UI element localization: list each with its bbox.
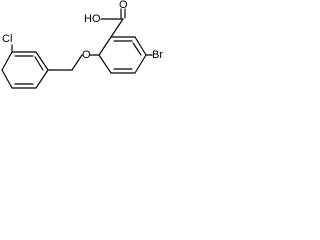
ring-b-double-bond-3 xyxy=(34,56,44,71)
ring-b-bond-3 xyxy=(1,69,13,89)
ring-a-bond-3 xyxy=(134,54,147,74)
ether-oxygen-label: O xyxy=(82,49,91,61)
chemical-structure-diagram: HO O O Br Cl xyxy=(1,0,163,89)
ring-b-bond-1 xyxy=(35,69,49,89)
ring-a-double-bond-3 xyxy=(132,42,142,56)
ring-a-bond-2 xyxy=(134,36,147,56)
carboxyl-c-ring-bond xyxy=(110,18,124,38)
bromine-label: Br xyxy=(152,49,163,61)
ether-oxygen-ch2-bond xyxy=(71,54,83,71)
ring-b-bond-4 xyxy=(1,51,13,71)
carbonyl-oxygen-label: O xyxy=(119,0,128,11)
chlorine-label: Cl xyxy=(2,33,12,45)
ring-b-bond-6 xyxy=(35,51,49,71)
ring-a-bond-6 xyxy=(98,36,112,56)
bond-layer xyxy=(1,8,153,89)
hydroxyl-label: HO xyxy=(84,13,101,25)
atom-label-layer: HO O O Br Cl xyxy=(2,0,163,61)
ring-a-bond-5 xyxy=(98,54,112,74)
